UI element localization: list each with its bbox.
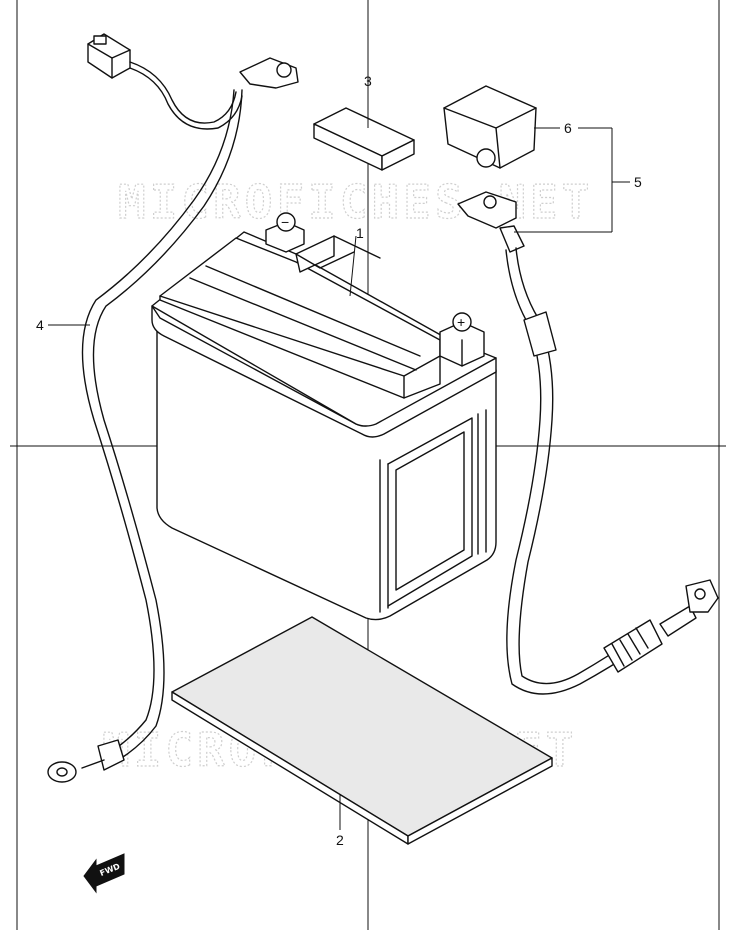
battery-part-1: − + bbox=[151, 212, 497, 621]
negative-cable-part-4 bbox=[47, 33, 299, 783]
positive-terminal-mark: + bbox=[457, 314, 465, 330]
forward-arrow-icon: FWD bbox=[83, 853, 125, 894]
callout-4: 4 bbox=[36, 317, 44, 333]
spacer-block-part-3 bbox=[313, 107, 415, 171]
callout-1: 1 bbox=[356, 225, 364, 241]
leader-lines bbox=[48, 88, 630, 830]
callout-3: 3 bbox=[364, 73, 372, 89]
battery-pad-part-2 bbox=[171, 616, 553, 845]
callout-6: 6 bbox=[564, 120, 572, 136]
negative-terminal-mark: − bbox=[281, 214, 289, 230]
terminal-cover-part-6 bbox=[443, 85, 537, 169]
watermark-top: MICROFICHES.NET bbox=[118, 175, 593, 229]
callout-2: 2 bbox=[336, 832, 344, 848]
callout-5: 5 bbox=[634, 174, 642, 190]
positive-cable-part-5 bbox=[457, 191, 719, 695]
